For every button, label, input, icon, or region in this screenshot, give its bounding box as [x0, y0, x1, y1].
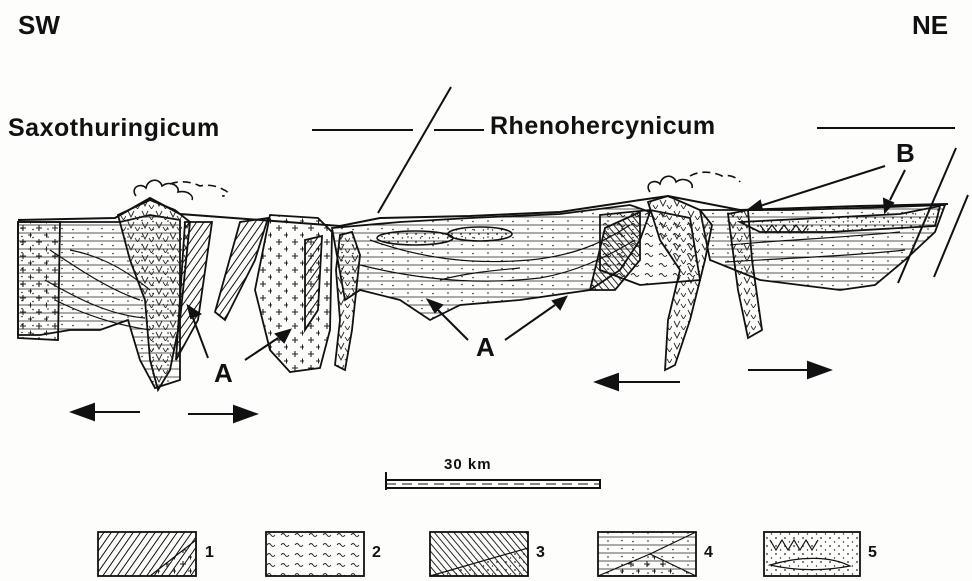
legend-swatch-5 — [764, 532, 860, 576]
annotation-b: B — [896, 138, 915, 169]
direction-sw: SW — [18, 10, 60, 41]
legend-label-4: 4 — [704, 544, 713, 562]
annotation-a-center: A — [476, 332, 495, 363]
legend-swatch-3 — [430, 532, 528, 576]
legend-label-5: 5 — [868, 544, 877, 562]
legend-swatch-1 — [98, 532, 196, 576]
volcanic-plumes — [134, 172, 740, 200]
region-label-saxothuringicum: Saxothuringicum — [8, 114, 220, 143]
legend-swatch-4 — [598, 532, 696, 576]
region-boundary-lines — [312, 87, 955, 213]
annotation-a-left: A — [214, 358, 233, 389]
legend-label-2: 2 — [372, 544, 381, 562]
direction-ne: NE — [912, 10, 948, 41]
scale-bar — [386, 472, 600, 490]
legend-swatch-2 — [266, 532, 364, 576]
legend-label-3: 3 — [536, 544, 545, 562]
region-label-rhenohercynicum: Rhenohercynicum — [490, 112, 716, 141]
extension-arrows — [72, 362, 830, 422]
legend-label-1: 1 — [205, 544, 214, 562]
scale-label: 30 km — [444, 456, 492, 473]
